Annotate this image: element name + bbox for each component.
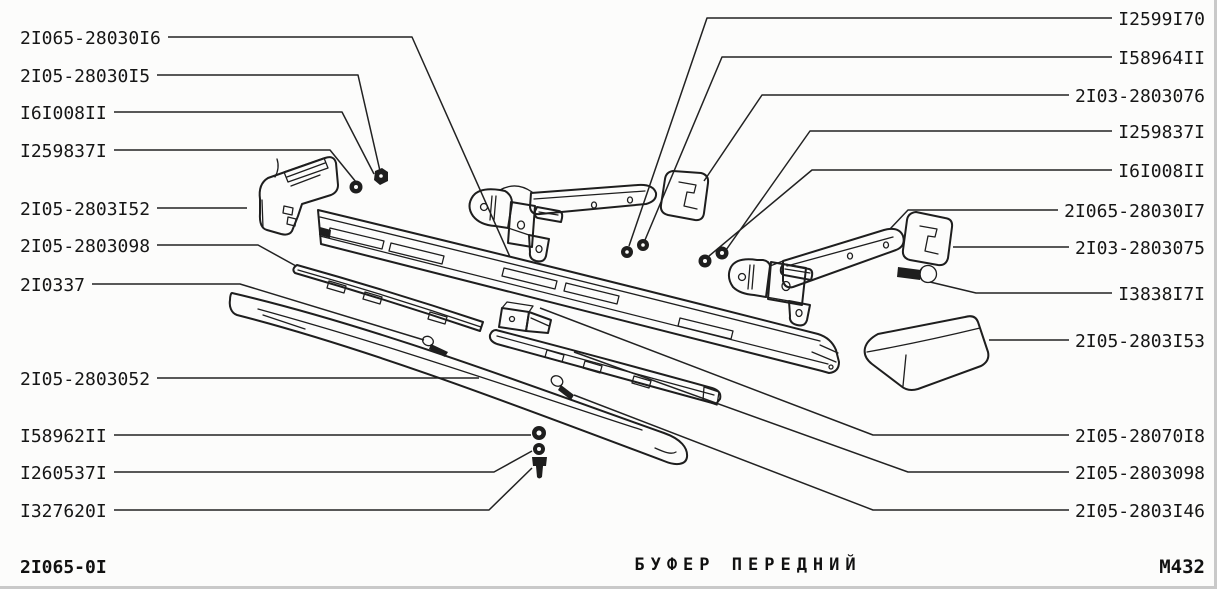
bolt-stack bbox=[532, 457, 547, 479]
bolt-small-left bbox=[422, 335, 448, 357]
part-number-label: 2I05-2803I46 bbox=[1075, 501, 1205, 522]
rub-strip-right bbox=[488, 329, 722, 406]
left-bracket-arm bbox=[468, 183, 658, 263]
part-number-label: 2I05-2803052 bbox=[20, 369, 150, 390]
part-number-label: 2I03-2803075 bbox=[1075, 238, 1205, 259]
washer-stack bbox=[532, 426, 546, 440]
right-bracket-arm bbox=[727, 227, 905, 327]
part-number-label: 2I03-2803076 bbox=[1075, 86, 1205, 107]
cap-flick-mark bbox=[274, 158, 279, 178]
leader-line bbox=[92, 283, 425, 341]
bolt-center bbox=[550, 375, 574, 400]
part-number-label: 2I05-2803I52 bbox=[20, 199, 150, 220]
part-number-label: I259837I bbox=[20, 141, 107, 162]
part-number-label: I327620I bbox=[20, 501, 107, 522]
leader-line bbox=[889, 209, 1058, 230]
part-number-label: 2I065-28030I7 bbox=[1064, 201, 1205, 222]
part-number-label: I259837I bbox=[1118, 122, 1205, 143]
washer-left bbox=[349, 180, 363, 194]
part-number-label: 2I05-2803098 bbox=[1075, 463, 1205, 484]
leader-line bbox=[573, 394, 1069, 511]
right-end-cap bbox=[863, 315, 990, 391]
leader-lines bbox=[92, 17, 1112, 511]
nut-center-1 bbox=[621, 246, 633, 258]
front-bumper-bar bbox=[317, 209, 840, 374]
mounting-pad-right bbox=[901, 211, 954, 267]
scan-edge bbox=[0, 586, 1217, 589]
part-number-label: I6I008II bbox=[20, 103, 107, 124]
nut-stack bbox=[533, 443, 545, 455]
catalog-model-code: 2I065-0I bbox=[20, 557, 107, 578]
leader-line bbox=[114, 450, 533, 473]
part-number-labels-left: 2I065-28030I6 2I05-28030I5 I6I008II I259… bbox=[20, 28, 161, 522]
leader-line bbox=[157, 244, 297, 267]
bolt-right bbox=[897, 264, 938, 284]
part-number-label: I58962II bbox=[20, 426, 107, 447]
part-number-label: 2I065-28030I6 bbox=[20, 28, 161, 49]
leader-line bbox=[628, 17, 1112, 247]
leader-line bbox=[573, 351, 1069, 473]
leader-line bbox=[114, 149, 357, 183]
license-plate-bracket bbox=[498, 301, 552, 334]
rub-strip-left bbox=[292, 264, 484, 332]
nut-right-2 bbox=[715, 246, 729, 260]
lower-strip bbox=[228, 292, 689, 466]
part-number-label: I3838I7I bbox=[1118, 284, 1205, 305]
left-end-cap bbox=[258, 156, 339, 236]
part-number-labels-right: I2599I70 I58964II 2I03-2803076 I259837I … bbox=[1064, 9, 1205, 522]
leader-line bbox=[157, 74, 381, 172]
part-number-label: 2I05-2803098 bbox=[20, 236, 150, 257]
figure-number: M432 bbox=[1159, 556, 1205, 578]
part-number-label: 2I0337 bbox=[20, 275, 85, 296]
nut-left bbox=[374, 168, 388, 185]
nut-right-1 bbox=[698, 254, 712, 268]
leader-line bbox=[114, 111, 375, 175]
part-number-label: I2599I70 bbox=[1118, 9, 1205, 30]
figure-caption: БУФЕР ПЕРЕДНИЙ bbox=[634, 553, 861, 575]
leader-line bbox=[168, 36, 511, 258]
leader-line bbox=[708, 169, 1112, 257]
part-number-label: 2I05-2803I53 bbox=[1075, 331, 1205, 352]
part-number-label: 2I05-28030I5 bbox=[20, 66, 150, 87]
leader-line bbox=[539, 307, 1069, 436]
leader-line bbox=[703, 94, 1069, 182]
leader-line bbox=[929, 281, 1112, 294]
nut-center-2 bbox=[637, 239, 649, 251]
part-number-label: I260537I bbox=[20, 463, 107, 484]
leader-line bbox=[114, 467, 533, 511]
mounting-pad-left bbox=[659, 170, 710, 222]
leader-line bbox=[644, 56, 1112, 241]
part-number-label: I58964II bbox=[1118, 48, 1205, 69]
scan-edge bbox=[1214, 0, 1217, 589]
part-number-label: 2I05-28070I8 bbox=[1075, 426, 1205, 447]
leader-line bbox=[725, 130, 1112, 251]
part-number-label: I6I008II bbox=[1118, 161, 1205, 182]
